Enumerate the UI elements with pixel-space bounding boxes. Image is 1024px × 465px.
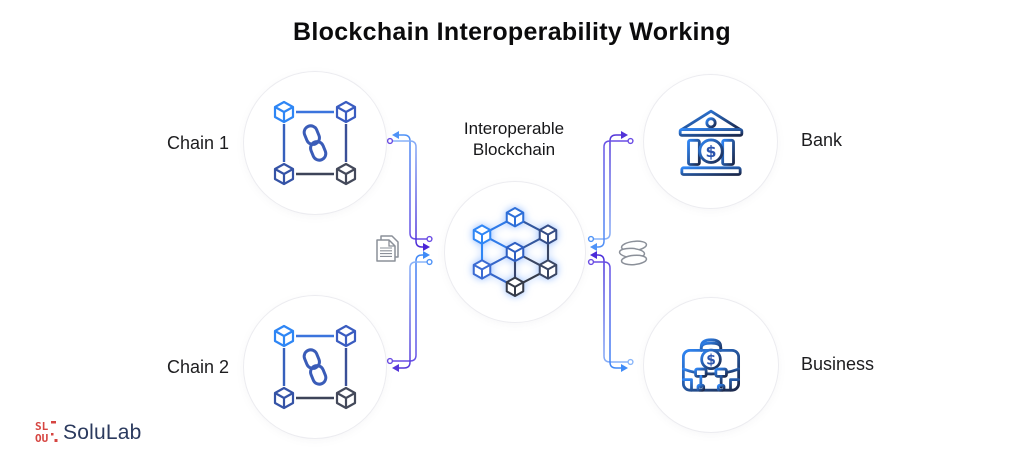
- logo-mark-bottom: OU: [35, 432, 49, 445]
- label-chain1: Chain 1: [167, 133, 230, 153]
- solulab-logo-mark: SL OU: [35, 420, 58, 445]
- label-interoperable-blockchain: Interoperable Blockchain: [463, 119, 565, 159]
- logo-mark-top: SL: [35, 420, 49, 433]
- label-chain2: Chain 2: [167, 357, 230, 377]
- origin-dot: [587, 258, 595, 266]
- arrowhead-to-business: [621, 364, 628, 372]
- logo-text: SoluLab: [63, 420, 142, 444]
- bank-building-icon: $: [678, 109, 743, 176]
- origin-dot: [627, 137, 634, 145]
- page-title: Blockchain Interoperability Working: [293, 18, 731, 46]
- connector-chain2: [392, 254, 427, 369]
- coins-stack-icon: [618, 240, 648, 266]
- label-bank: Bank: [801, 130, 843, 150]
- arrowhead-business-to-center: [590, 251, 597, 259]
- node-business: $: [643, 297, 779, 433]
- node-interoperable-blockchain: [444, 181, 586, 323]
- origin-dot: [627, 358, 634, 366]
- node-bank: $: [643, 74, 778, 209]
- arrowhead-to-chain2: [392, 364, 399, 372]
- svg-text:$: $: [706, 353, 716, 369]
- arrowhead-to-bank: [621, 131, 628, 139]
- node-chain1: [243, 71, 387, 215]
- origin-dot: [386, 357, 394, 365]
- solulab-logo: SL OU SoluLab: [35, 420, 141, 445]
- linked-cubes-icon: [273, 324, 357, 410]
- briefcase-dollar-icon: $: [681, 338, 741, 392]
- origin-dot: [426, 235, 433, 243]
- document-icon: [376, 235, 399, 262]
- origin-dot: [587, 235, 595, 243]
- arrowhead-chain1-to-center: [423, 243, 430, 251]
- blockchain-network-icon: [472, 206, 558, 298]
- linked-cubes-icon: [273, 100, 357, 186]
- connector-chain1: [392, 134, 427, 248]
- label-business: Business: [801, 354, 875, 374]
- connector-business: [593, 254, 629, 369]
- svg-text:$: $: [705, 142, 716, 161]
- arrowhead-chain2-to-center: [423, 251, 430, 259]
- arrowhead-bank-to-center: [590, 243, 597, 251]
- origin-dot: [386, 137, 394, 145]
- arrowhead-to-chain1: [392, 131, 399, 139]
- connector-bank: [593, 134, 629, 248]
- origin-dot: [426, 258, 433, 266]
- node-chain2: [243, 295, 387, 439]
